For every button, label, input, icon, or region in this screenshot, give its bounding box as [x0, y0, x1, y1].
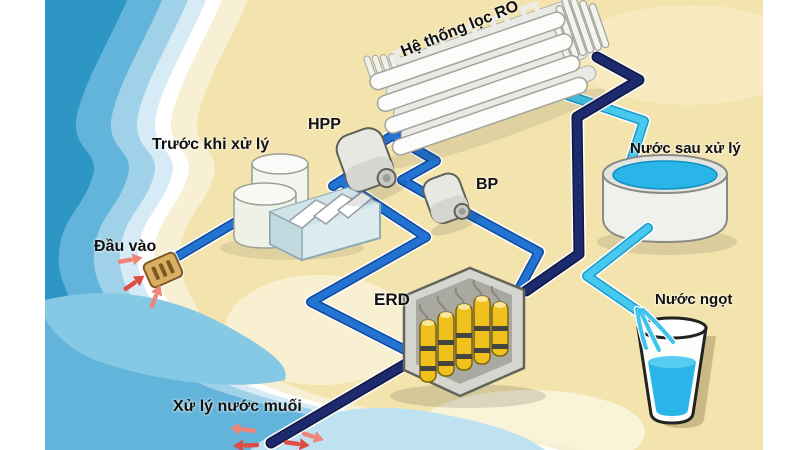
- ro-membrane-rack: [363, 0, 610, 170]
- label-pretreatment: Trước khi xử lý: [152, 136, 270, 153]
- label-bp-pump: BP: [476, 176, 499, 193]
- sea-background: [45, 0, 586, 450]
- bp-pump: [422, 172, 480, 236]
- hpp-pump: [335, 127, 408, 207]
- label-hpp-pump: HPP: [308, 116, 341, 133]
- cartridge-filter-unit: [269, 186, 381, 262]
- erd-cylinders: [418, 279, 509, 383]
- right-margin: [763, 0, 800, 450]
- label-intake: Đầu vào: [94, 238, 157, 255]
- label-erd: ERD: [374, 290, 410, 309]
- intake-grate: [141, 250, 185, 290]
- discharge-arrows: [230, 423, 324, 450]
- brine-pipes: [264, 50, 646, 450]
- intake-arrows: [117, 253, 163, 309]
- product-outlet-pipe: [580, 221, 655, 318]
- pretreatment-tanks: [220, 153, 381, 262]
- storage-tank: [597, 154, 737, 255]
- label-treated-water: Nước sau xử lý: [630, 140, 741, 157]
- left-margin: [0, 0, 45, 450]
- label-fresh-water: Nước ngọt: [655, 291, 733, 308]
- erd-unit: [390, 266, 546, 408]
- water-streams: [633, 305, 677, 354]
- label-brine-discharge: Xử lý nước muối: [173, 398, 302, 415]
- water-glass: [636, 316, 716, 428]
